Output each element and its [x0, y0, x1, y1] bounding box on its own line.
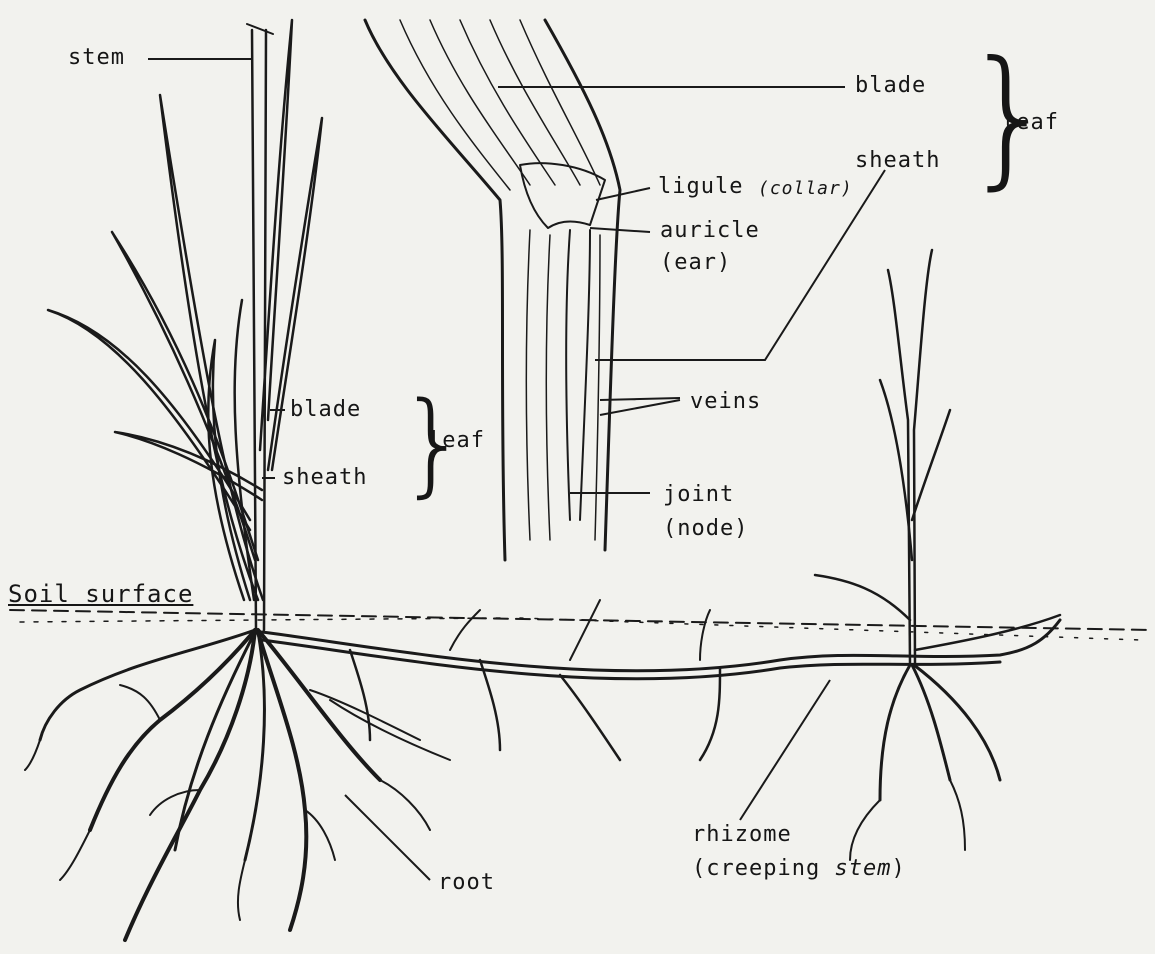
fibrous-roots	[25, 630, 450, 940]
label-sheath-left: sheath	[282, 467, 367, 489]
label-stem: stem	[68, 47, 125, 69]
main-stem	[252, 30, 266, 630]
label-creeping-stem-word: stem	[834, 856, 891, 881]
label-soil-surface: Soil surface	[8, 582, 193, 606]
label-leaf-left: leaf	[428, 430, 485, 452]
blade-3	[48, 310, 250, 530]
label-joint: joint	[663, 484, 734, 506]
label-ligule: ligule	[658, 176, 743, 198]
right-plant	[815, 250, 1060, 860]
label-rhizome: rhizome	[692, 824, 792, 846]
soil-line	[10, 610, 1150, 640]
label-sheath-top: sheath	[855, 150, 940, 172]
label-ear: (ear)	[660, 252, 731, 274]
label-blade-left: blade	[290, 399, 361, 421]
label-creeping-prefix: (creeping	[692, 856, 834, 881]
label-auricle: auricle	[660, 220, 760, 242]
label-node: (node)	[663, 518, 748, 540]
label-blade-top: blade	[855, 75, 926, 97]
label-creeping-close: )	[891, 856, 905, 881]
label-root: root	[438, 872, 495, 894]
label-veins: veins	[690, 391, 761, 413]
label-leaf-top: leaf	[1002, 112, 1059, 134]
rhizome	[262, 600, 1060, 760]
left-plant	[25, 20, 450, 940]
label-collar: (collar)	[758, 180, 853, 198]
label-creeping-stem: (creeping stem)	[692, 858, 906, 880]
